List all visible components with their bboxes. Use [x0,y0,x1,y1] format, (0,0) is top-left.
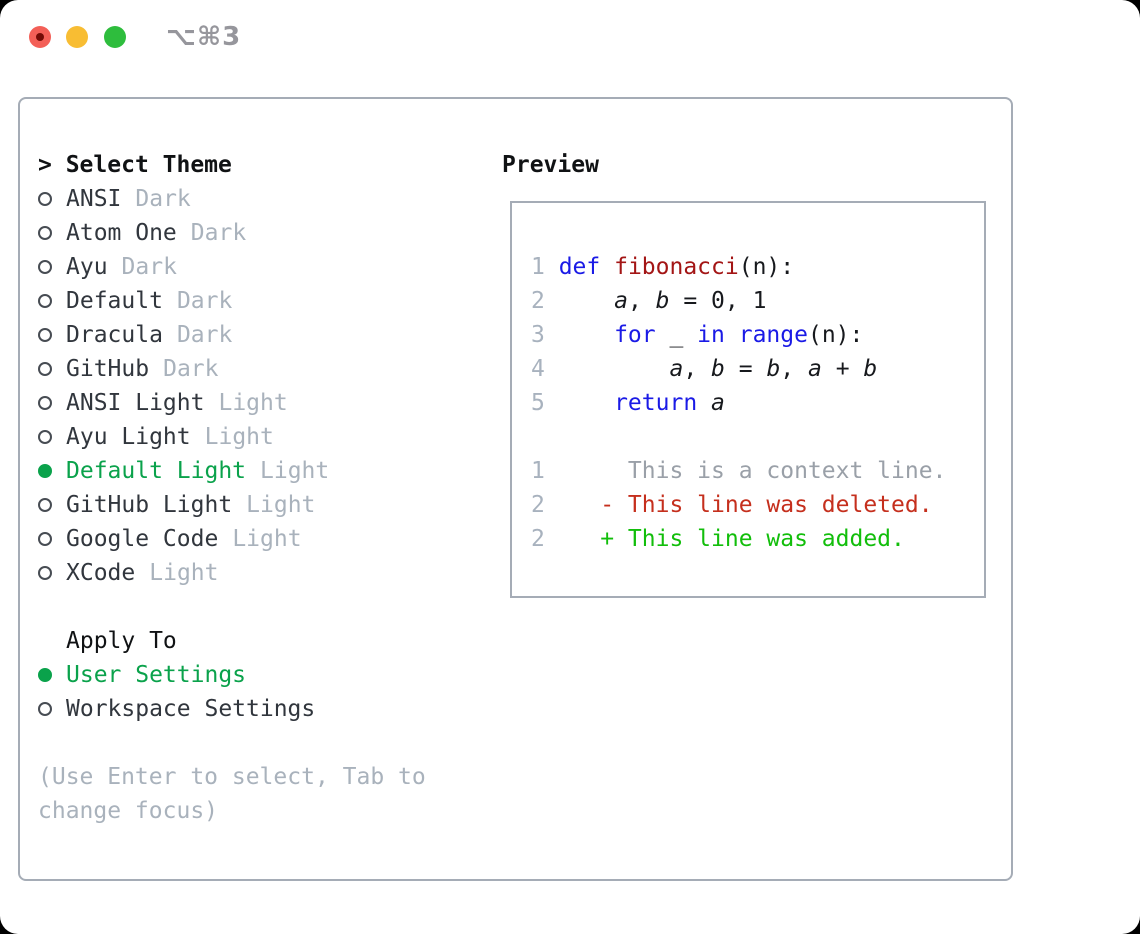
option-variant: Light [204,424,274,450]
line-number: 2 [531,492,545,518]
option-label: User Settings [66,662,247,688]
option-label: Google Code [66,526,219,552]
option-label: ANSI [66,186,122,212]
apply-to-option[interactable]: User Settings [38,658,426,692]
radio-icon [38,430,52,444]
theme-option[interactable]: ANSI Dark [38,182,426,216]
line-number: 2 [531,288,545,314]
option-variant: Light [149,560,219,586]
code-line: 1 This is a context line. [531,454,984,488]
option-label: Default [66,288,163,314]
option-label: Ayu Light [66,424,191,450]
theme-option[interactable]: Default Dark [38,284,426,318]
help-text: (Use Enter to select, Tab to change focus… [38,760,426,828]
option-label: Default Light [66,458,247,484]
theme-option[interactable]: GitHub Light Light [38,488,426,522]
option-label: Ayu [66,254,108,280]
option-variant: Dark [163,356,219,382]
code-line [531,420,984,454]
option-variant: Dark [176,288,233,314]
option-variant: Dark [121,254,177,280]
radio-icon [38,396,52,410]
radio-icon [38,566,52,580]
option-variant: Light [260,458,330,484]
line-number: 3 [531,322,545,348]
window-title: ⌥⌘3 [166,22,242,52]
option-label: GitHub [66,356,150,382]
line-number: 5 [531,390,545,416]
titlebar: ⌥⌘3 [0,0,1140,76]
radio-icon [38,362,52,376]
help-line: (Use Enter to select, Tab to [38,764,426,790]
code-line: 2 + This line was added. [531,522,984,556]
radio-icon [38,702,52,716]
theme-option[interactable]: Dracula Dark [38,318,426,352]
option-label: Workspace Settings [66,696,316,722]
code-line: 5 return a [531,386,984,420]
theme-option[interactable]: Ayu Light Light [38,420,426,454]
minimize-button[interactable] [66,26,88,48]
option-variant: Dark [176,322,233,348]
line-number: 4 [531,356,545,382]
theme-option[interactable]: Default Light Light [38,454,426,488]
apply-to-option[interactable]: Workspace Settings [38,692,426,726]
preview-heading: Preview [502,152,599,178]
radio-icon [38,498,52,512]
line-number: 1 [531,458,545,484]
option-label: XCode [66,560,136,586]
option-variant: Dark [190,220,247,246]
close-button[interactable] [29,26,51,48]
cursor-arrow-icon: > [38,152,66,178]
theme-option[interactable]: Ayu Dark [38,250,426,284]
select-theme-heading: > Select Theme [38,152,232,178]
code-line: 2 - This line was deleted. [531,488,984,522]
option-variant: Light [218,390,288,416]
line-number: 1 [531,254,545,280]
code-line: 3 for _ in range(n): [531,318,984,352]
radio-icon [38,294,52,308]
theme-option[interactable]: ANSI Light Light [38,386,426,420]
option-label: Dracula [66,322,163,348]
code-line: 2 a, b = 0, 1 [531,284,984,318]
option-variant: Dark [135,186,191,212]
radio-selected-icon [38,668,52,682]
option-label: ANSI Light [66,390,205,416]
help-line: change focus) [38,798,219,824]
option-variant: Light [246,492,316,518]
line-number: 2 [531,526,545,552]
option-label: GitHub Light [66,492,233,518]
code-line: 4 a, b = b, a + b [531,352,984,386]
theme-option[interactable]: XCode Light [38,556,426,590]
apply-to-heading: Apply To [66,628,177,654]
theme-option[interactable]: GitHub Dark [38,352,426,386]
radio-selected-icon [38,464,52,478]
radio-icon [38,260,52,274]
theme-option[interactable]: Google Code Light [38,522,426,556]
theme-option[interactable]: Atom One Dark [38,216,426,250]
option-variant: Light [232,526,302,552]
option-label: Atom One [66,220,177,246]
radio-icon [38,192,52,206]
radio-icon [38,226,52,240]
radio-icon [38,328,52,342]
zoom-button[interactable] [104,26,126,48]
radio-icon [38,532,52,546]
